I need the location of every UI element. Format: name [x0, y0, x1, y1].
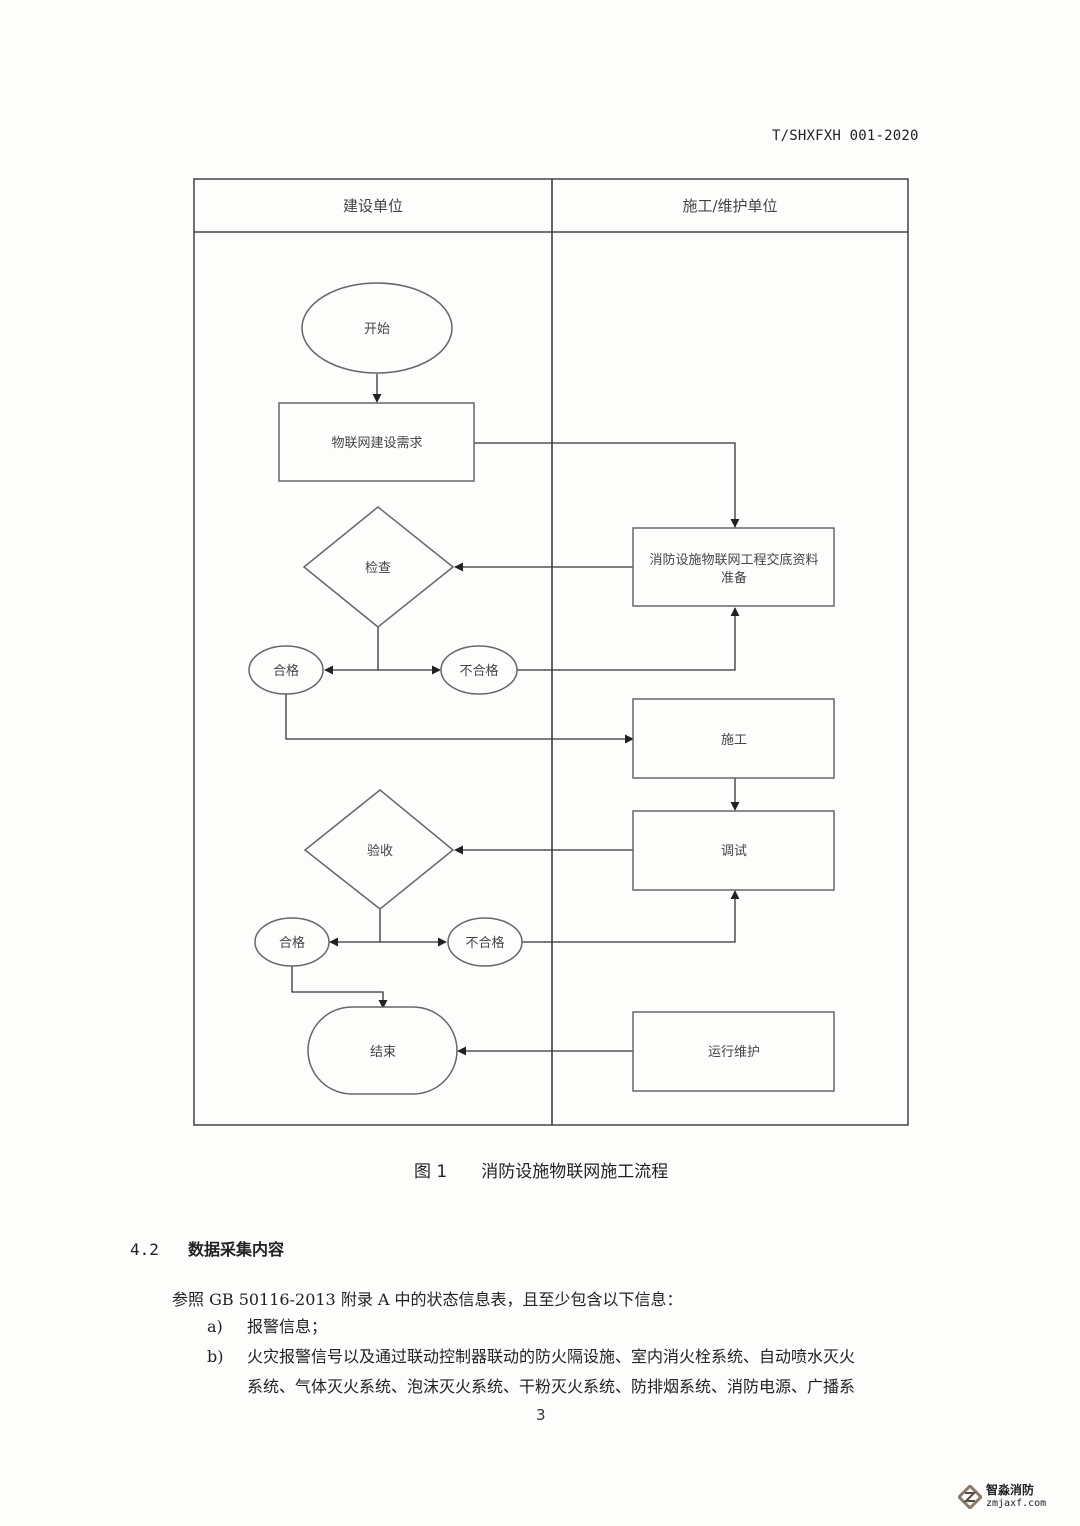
list-marker: b) [207, 1347, 224, 1366]
page-number: 3 [536, 1406, 546, 1424]
section-title: 数据采集内容 [188, 1240, 285, 1259]
edge-fail-handover [517, 607, 740, 671]
edge-pass-construction [285, 688, 634, 744]
watermark: 智淼消防 zmjaxf.com [958, 1484, 1046, 1510]
figure-number: 图 1 [414, 1162, 448, 1182]
edge-demand-handover [474, 442, 740, 528]
section-number: 4.2 [130, 1240, 159, 1259]
node-start [301, 282, 453, 374]
edge-pass-end [291, 966, 388, 1009]
document-code: T/SHXFXH 001-2020 [772, 128, 919, 144]
label-handover-prep-1: 消防设施物联网工程交底资料 [649, 552, 818, 568]
node-construction [632, 698, 835, 779]
label-construction: 施工 [721, 733, 747, 748]
node-end [307, 1006, 458, 1095]
node-handover-prep [632, 527, 835, 607]
watermark-title: 智淼消防 [986, 1483, 1035, 1497]
list-text: 火灾报警信号以及通过联动控制器联动的防火隔设施、室内消火栓系统、自动喷水灭火 系… [247, 1342, 987, 1402]
node-acceptance [303, 789, 455, 910]
node-commissioning [632, 810, 835, 891]
node-check [302, 506, 455, 628]
figure-caption: 图 1 消防设施物联网施工流程 [414, 1157, 668, 1182]
list-item: b) 火灾报警信号以及通过联动控制器联动的防火隔设施、室内消火栓系统、自动喷水灭… [207, 1342, 855, 1396]
node-accept-pass [254, 917, 330, 967]
node-accept-fail [447, 917, 523, 967]
node-operation [632, 1011, 835, 1092]
label-start: 开始 [364, 322, 390, 337]
lane-header-owner: 建设单位 [343, 197, 403, 215]
node-iot-demand [278, 402, 475, 482]
list-text-line1: 火灾报警信号以及通过联动控制器联动的防火隔设施、室内消火栓系统、自动喷水灭火 [247, 1347, 856, 1366]
list-text: 报警信息； [247, 1317, 328, 1336]
label-check-pass: 合格 [273, 663, 299, 679]
label-acceptance: 验收 [367, 843, 393, 859]
label-accept-pass: 合格 [279, 935, 305, 951]
label-operation: 运行维护 [708, 1045, 760, 1060]
watermark-logo-icon [958, 1485, 982, 1509]
section-heading: 4.2 数据采集内容 [130, 1236, 284, 1260]
figure-title: 消防设施物联网施工流程 [481, 1162, 669, 1182]
label-check-fail: 不合格 [459, 663, 498, 679]
label-check: 检查 [365, 561, 391, 576]
label-commissioning: 调试 [721, 844, 747, 859]
list-marker: a) [207, 1317, 223, 1336]
label-end: 结束 [370, 1045, 396, 1060]
lane-header-contractor: 施工/维护单位 [682, 197, 777, 215]
node-check-pass [248, 645, 324, 695]
edge-fail-commissioning [522, 890, 740, 943]
label-handover-prep-2: 准备 [721, 570, 747, 586]
label-iot-demand: 物联网建设需求 [331, 436, 422, 451]
label-accept-fail: 不合格 [465, 935, 504, 951]
list-text-line2: 系统、气体灭火系统、泡沫灭火系统、干粉灭火系统、防排烟系统、消防电源、广播系 [247, 1377, 856, 1396]
intro-paragraph: 参照 GB 50116-2013 附录 A 中的状态信息表，且至少包含以下信息： [172, 1290, 683, 1309]
list-item: a) 报警信息； [207, 1312, 327, 1342]
node-check-fail [440, 645, 518, 695]
watermark-url: zmjaxf.com [986, 1498, 1047, 1509]
